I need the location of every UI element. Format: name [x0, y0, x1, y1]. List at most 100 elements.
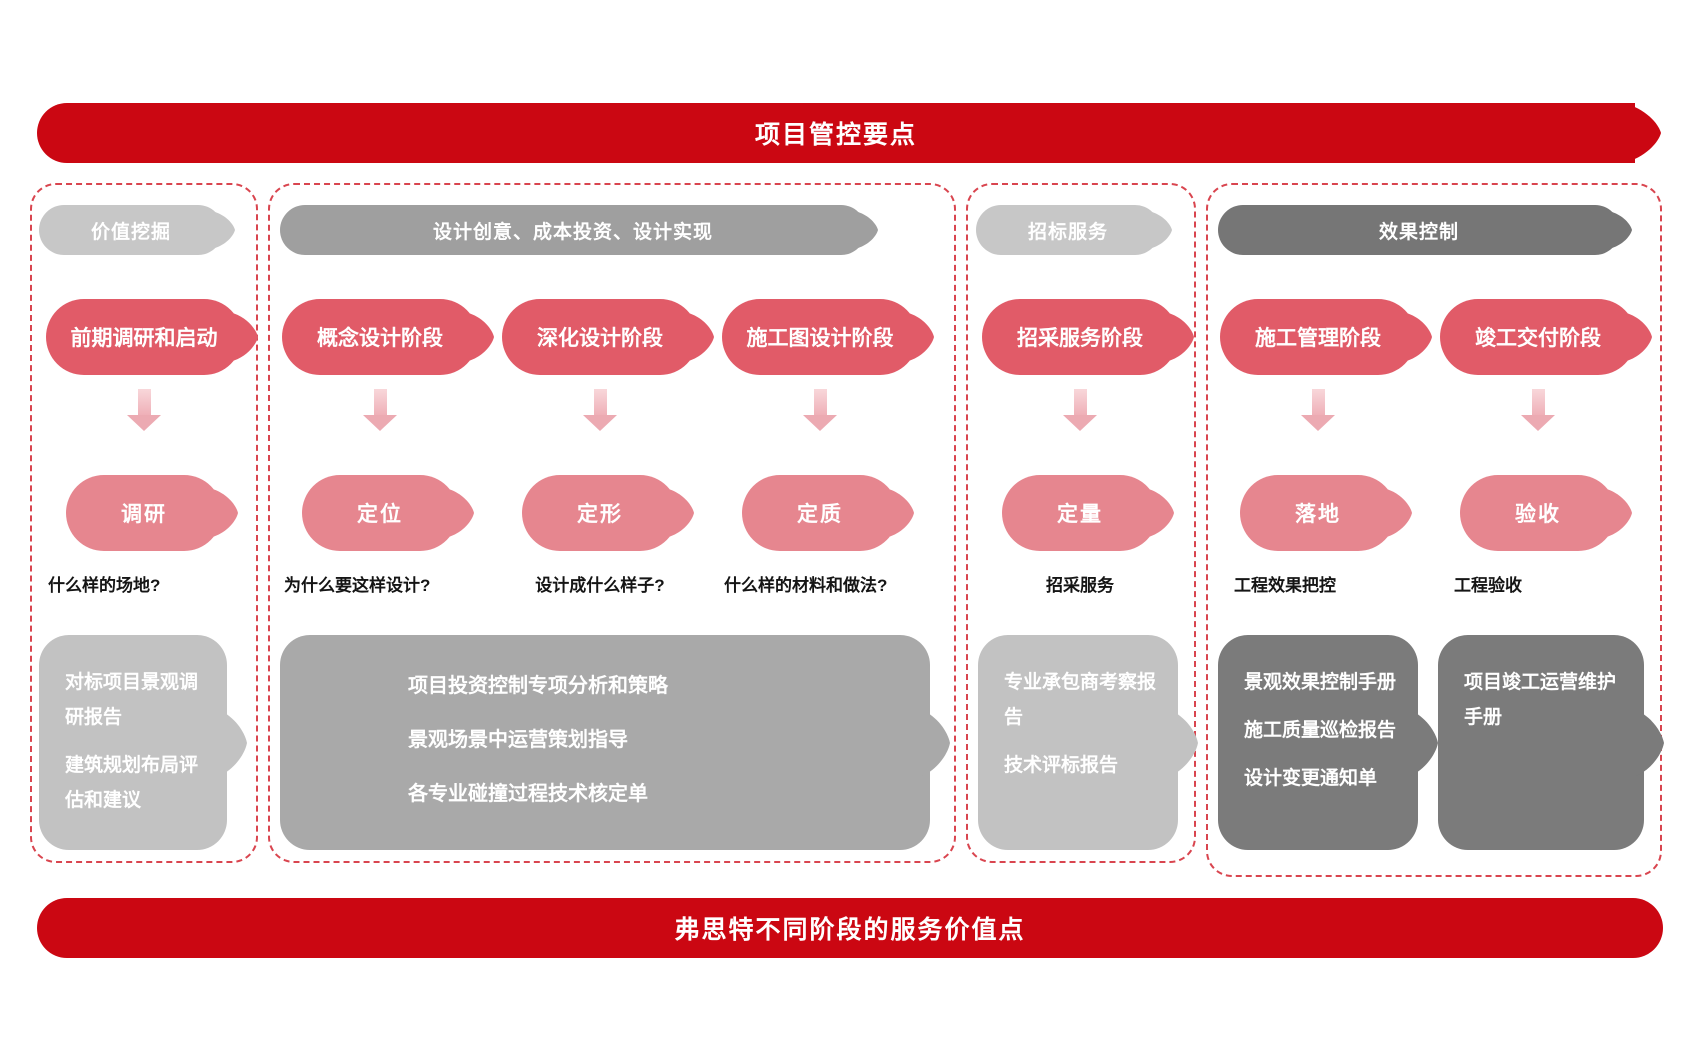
pointer-tip-icon	[670, 489, 694, 537]
footer-banner: 弗思特不同阶段的服务价值点	[37, 898, 1663, 958]
pointer-tip-icon	[1627, 104, 1661, 162]
column-header-label: 价值挖掘	[90, 221, 171, 243]
column-bidding-service: 招标服务 招采服务阶段 定量 招采服务 专业承包商考察报告 技术评标报告	[966, 183, 1198, 863]
question-label: 设计成什么样子?	[535, 576, 665, 595]
down-arrow-icon	[1296, 389, 1340, 431]
keyword-label: 定量	[1057, 503, 1103, 526]
stage-pill: 竣工交付阶段	[1440, 299, 1652, 375]
arrow-shaft	[813, 389, 827, 415]
deliverable-item: 项目投资控制专项分析和策略	[408, 675, 668, 697]
question-label: 工程效果把控	[1234, 576, 1336, 595]
deliverable-item: 各专业碰撞过程技术核定单	[408, 783, 648, 805]
stage-label: 施工图设计阶段	[746, 327, 894, 350]
stage-label: 施工管理阶段	[1255, 327, 1381, 350]
pointer-tip-icon	[214, 489, 238, 537]
column-header-pill: 价值挖掘	[39, 205, 235, 255]
pointer-tip-icon	[890, 489, 914, 537]
arrow-shaft	[593, 389, 607, 415]
stage-pill: 深化设计阶段	[502, 299, 714, 375]
arrow-shaft	[137, 389, 151, 415]
column-header-label: 设计创意、成本投资、设计实现	[432, 221, 713, 243]
column-design-creation: 设计创意、成本投资、设计实现 概念设计阶段 定位 为什么要这样设计? 深化设计阶…	[268, 183, 956, 863]
keyword-pill: 定形	[522, 475, 694, 551]
pointer-tip-icon	[910, 313, 934, 361]
column-header-pill: 招标服务	[976, 205, 1172, 255]
deliverables-box: 对标项目景观调研报告 建筑规划布局评估和建议	[39, 635, 247, 850]
keyword-label: 验收	[1515, 503, 1561, 526]
keyword-pill: 落地	[1240, 475, 1412, 551]
pointer-tip-icon	[1170, 313, 1194, 361]
deliverable-item: 项目竣工运营维护手册	[1464, 672, 1617, 728]
arrow-head	[1063, 415, 1097, 431]
down-arrow-icon	[122, 389, 166, 431]
arrow-shaft	[373, 389, 387, 415]
pointer-tip-icon	[858, 212, 878, 248]
column-header-pill: 效果控制	[1218, 205, 1632, 255]
column-header-label: 效果控制	[1378, 221, 1459, 243]
track: 施工管理阶段 落地 工程效果把控	[1218, 299, 1432, 629]
question-label: 为什么要这样设计?	[284, 576, 431, 595]
arrow-head	[1521, 415, 1555, 431]
deliverable-item: 专业承包商考察报告	[1004, 672, 1157, 728]
arrow-shaft	[1073, 389, 1087, 415]
deliverable-item: 景观效果控制手册	[1244, 672, 1397, 693]
page-title: 项目管控要点	[754, 121, 917, 149]
deliverables-box: 项目投资控制专项分析和策略 景观场景中运营策划指导 各专业碰撞过程技术核定单	[280, 635, 950, 850]
pointer-tip-icon	[234, 313, 258, 361]
arrow-shaft	[1531, 389, 1545, 415]
stage-label: 深化设计阶段	[537, 327, 663, 350]
deliverables-box: 景观效果控制手册 施工质量巡检报告 设计变更通知单	[1218, 635, 1438, 850]
pointer-tip-icon	[1608, 489, 1632, 537]
stage-pill: 前期调研和启动	[46, 299, 258, 375]
arrow-head	[363, 415, 397, 431]
arrow-head	[1301, 415, 1335, 431]
pointer-tip-icon	[690, 313, 714, 361]
keyword-label: 落地	[1295, 503, 1341, 526]
question-label: 工程验收	[1454, 576, 1522, 595]
stage-label: 前期调研和启动	[70, 327, 218, 350]
column-effect-control: 效果控制 施工管理阶段 落地 工程效果把控 竣工交付阶段	[1206, 183, 1664, 877]
question-label: 招采服务	[1046, 576, 1114, 595]
down-arrow-icon	[1516, 389, 1560, 431]
question-label: 什么样的材料和做法?	[724, 576, 888, 595]
pointer-tip-icon	[1636, 709, 1664, 776]
column-value-mining: 价值挖掘 前期调研和启动 调研 什么样的场地? 对标项目景观调研报告 建筑规划布…	[30, 183, 258, 863]
arrow-shaft	[1311, 389, 1325, 415]
deliverable-item: 建筑规划布局评估和建议	[65, 755, 199, 811]
track: 深化设计阶段 定形 设计成什么样子?	[500, 299, 714, 629]
question-label: 什么样的场地?	[48, 576, 161, 595]
track: 前期调研和启动 调研 什么样的场地?	[44, 299, 258, 629]
keyword-pill: 调研	[66, 475, 238, 551]
down-arrow-icon	[1058, 389, 1102, 431]
pointer-tip-icon	[219, 709, 247, 776]
deliverable-item: 技术评标报告	[1004, 755, 1119, 776]
stage-pill: 概念设计阶段	[282, 299, 494, 375]
stage-pill: 招采服务阶段	[982, 299, 1194, 375]
keyword-pill: 定量	[1002, 475, 1174, 551]
keyword-pill: 定位	[302, 475, 474, 551]
column-header-pill: 设计创意、成本投资、设计实现	[280, 205, 878, 255]
down-arrow-icon	[798, 389, 842, 431]
stage-label: 竣工交付阶段	[1475, 327, 1601, 350]
pointer-tip-icon	[215, 212, 235, 248]
deliverable-item: 对标项目景观调研报告	[65, 672, 199, 728]
keyword-label: 定位	[357, 503, 403, 526]
deliverables-box: 项目竣工运营维护手册	[1438, 635, 1664, 850]
pointer-tip-icon	[1628, 313, 1652, 361]
top-title-banner: 项目管控要点	[37, 103, 1661, 163]
keyword-pill: 定质	[742, 475, 914, 551]
track: 施工图设计阶段 定质 什么样的材料和做法?	[720, 299, 934, 629]
stage-label: 概念设计阶段	[317, 327, 443, 350]
pointer-tip-icon	[1170, 709, 1198, 776]
pointer-tip-icon	[1612, 212, 1632, 248]
keyword-pill: 验收	[1460, 475, 1632, 551]
pointer-tip-icon	[1152, 212, 1172, 248]
deliverable-item: 设计变更通知单	[1244, 768, 1378, 789]
pointer-tip-icon	[450, 489, 474, 537]
keyword-label: 调研	[121, 503, 167, 526]
deliverable-item: 景观场景中运营策划指导	[408, 729, 628, 751]
down-arrow-icon	[578, 389, 622, 431]
track: 概念设计阶段 定位 为什么要这样设计?	[280, 299, 494, 629]
pointer-tip-icon	[1408, 313, 1432, 361]
